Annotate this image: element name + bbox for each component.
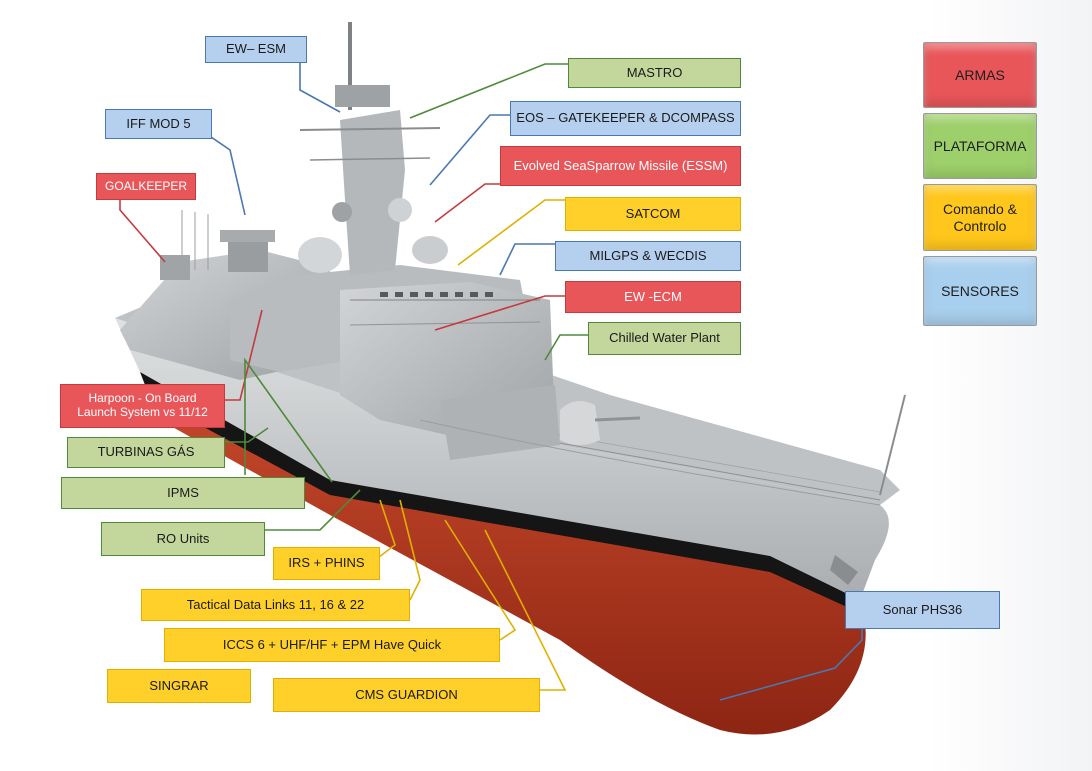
label-iccs: ICCS 6 + UHF/HF + EPM Have Quick [164,628,500,662]
label-singrar: SINGRAR [107,669,251,703]
label-irs-phins: IRS + PHINS [273,547,380,580]
label-mastro: MASTRO [568,58,741,88]
connector-iccs [444,519,517,641]
connector-milgps [499,243,555,276]
label-ro-units: RO Units [101,522,265,556]
mast [340,110,405,275]
connector-ew-ecm [434,295,565,331]
connector-satcom [457,199,565,266]
connector-iff [194,125,246,216]
connector-goalkeeper [119,198,166,263]
legend-plataforma: PLATAFORMA [923,113,1037,179]
label-essm: Evolved SeaSparrow Missile (ESSM) [500,146,741,186]
connector-cms [484,529,567,691]
connector-harpoon [225,309,263,401]
connector-essm [434,183,500,223]
connector-tdl [399,499,421,601]
label-tactical-data-links: Tactical Data Links 11, 16 & 22 [141,589,410,621]
label-ew-ecm: EW -ECM [565,281,741,313]
connector-ro [265,489,361,531]
label-ipms: IPMS [61,477,305,509]
connector-irs [374,499,396,561]
label-milgps-wecdis: MILGPS & WECDIS [555,241,741,271]
label-goalkeeper: GOALKEEPER [96,173,196,200]
hull-grey [115,318,889,600]
label-sonar: Sonar PHS36 [845,591,1000,629]
legend-comando-controlo: Comando & Controlo [923,184,1037,251]
connector-ipms [244,357,333,483]
label-harpoon: Harpoon - On Board Launch System vs 11/1… [60,384,225,428]
connector-ew-esm [299,62,341,113]
label-chilled-water: Chilled Water Plant [588,322,741,355]
connector-chilled [544,334,588,361]
connector-sonar [719,608,863,701]
gun-turret [560,401,600,445]
label-iff-mod5: IFF MOD 5 [105,109,212,139]
label-eos: EOS – GATEKEEPER & DCOMPASS [510,101,741,136]
label-turbinas-gas: TURBINAS GÁS [67,437,225,468]
legend-armas: ARMAS [923,42,1037,108]
label-satcom: SATCOM [565,197,741,231]
legend-sensores: SENSORES [923,256,1037,326]
connector-eos [429,114,510,186]
connector-mastro [409,63,568,119]
label-ew-esm: EW– ESM [205,36,307,63]
connector-turbinas [225,427,269,443]
label-cms-guardion: CMS GUARDION [273,678,540,712]
